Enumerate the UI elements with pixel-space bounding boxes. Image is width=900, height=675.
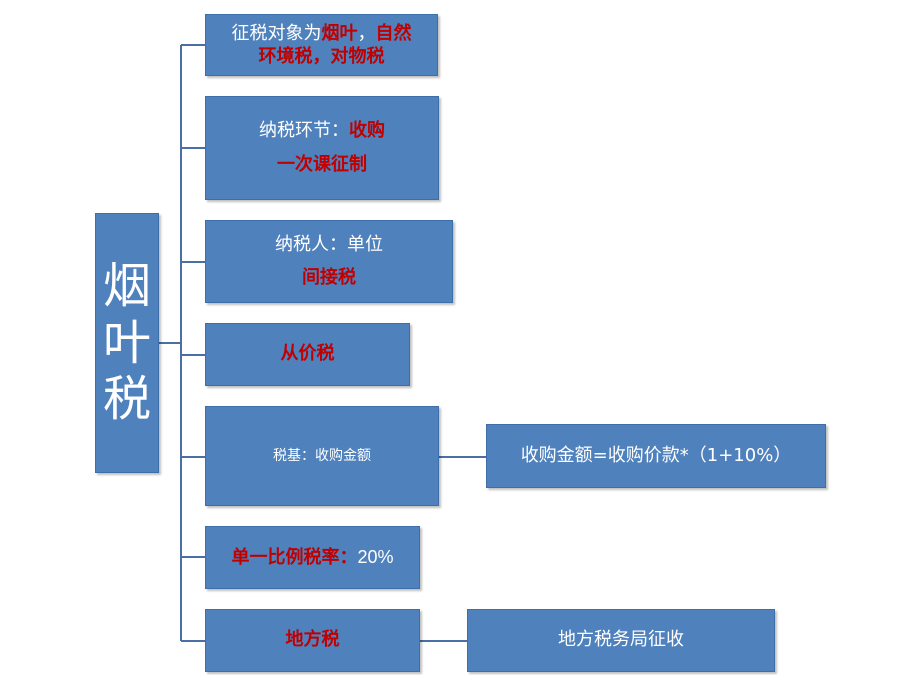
highlight-line: 间接税 <box>302 266 356 288</box>
node-tax-base-formula: 收购金额=收购价款*（1+10%） <box>486 424 826 488</box>
node-taxpayer: 纳税人：单位 间接税 <box>205 220 453 303</box>
node-local-tax-collector: 地方税务局征收 <box>467 609 775 672</box>
highlight-segment: 收购 <box>349 119 385 141</box>
node-ad-valorem: 从价税 <box>205 323 410 386</box>
text-segment: 纳税环节： <box>259 119 349 141</box>
node-tax-stage: 纳税环节：收购 一次课征制 <box>205 96 439 200</box>
node-local-tax: 地方税 <box>205 609 420 672</box>
root-char: 叶 <box>102 314 151 371</box>
node-line: 征税对象为烟叶，自然 <box>232 22 412 45</box>
node-tax-base: 税基：收购金额 <box>205 406 439 506</box>
root-char: 烟 <box>102 258 151 315</box>
rate-value: 20% <box>357 546 394 567</box>
node-tax-object: 征税对象为烟叶，自然 环境税，对物税 <box>205 14 438 76</box>
text-segment: 征税对象为 <box>231 22 322 44</box>
root-char: 税 <box>102 371 151 428</box>
highlight-line: 环境税，对物税 <box>258 46 385 67</box>
highlight-line: 一次课征制 <box>277 154 367 175</box>
node-line: 纳税环节：收购 <box>259 114 385 148</box>
highlight-line: 地方税 <box>285 629 340 651</box>
node-line: 纳税人：单位 <box>275 234 383 256</box>
node-tax-rate: 单一比例税率：20% <box>205 526 420 589</box>
root-node-tobacco-tax: 烟 叶 税 <box>95 213 159 473</box>
highlight-line: 从价税 <box>280 343 335 365</box>
highlight-segment: 自然 <box>375 22 412 44</box>
highlight-segment: 单一比例税率： <box>231 546 358 568</box>
text-segment: ， <box>357 22 376 44</box>
node-line: 税基：收购金额 <box>273 447 371 464</box>
node-line: 单一比例税率：20% <box>231 544 393 571</box>
formula-text: 收购金额=收购价款*（1+10%） <box>520 444 792 466</box>
highlight-segment: 烟叶 <box>321 22 358 44</box>
collector-text: 地方税务局征收 <box>558 629 684 651</box>
